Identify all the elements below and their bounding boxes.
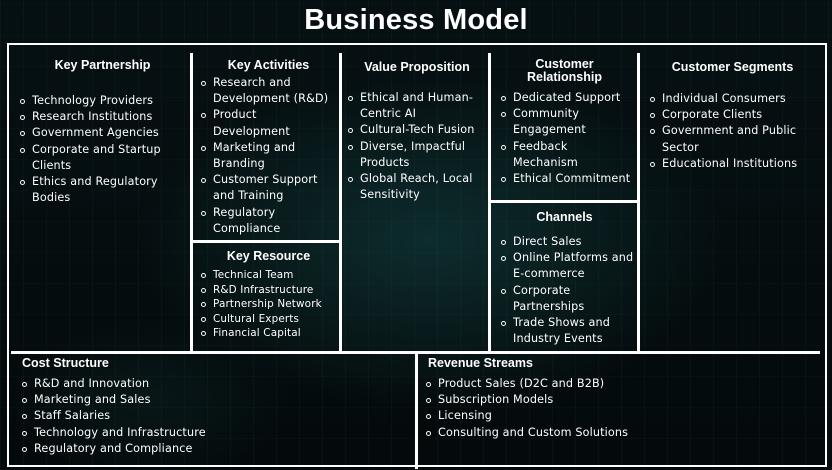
- list-item: Dedicated Support: [501, 90, 636, 106]
- key-resource-list: Technical Team R&D Infrastructure Partne…: [201, 268, 336, 341]
- list-item: Educational Institutions: [650, 156, 815, 172]
- channels-list: Direct Sales Online Platforms and E-comm…: [501, 234, 636, 347]
- key-activities-block: Key Activities Research and Development …: [201, 59, 336, 237]
- list-item: Trade Shows and Industry Events: [501, 315, 636, 347]
- list-item: Government and Public Sector: [650, 123, 815, 155]
- list-item: Government Agencies: [20, 125, 185, 141]
- frame-top-left: [7, 43, 305, 45]
- customer-segments-heading: Customer Segments: [671, 60, 794, 74]
- list-item: R&D and Innovation: [22, 376, 402, 392]
- list-item: Feedback Mechanism: [501, 139, 636, 171]
- list-item: Technical Team: [201, 268, 336, 283]
- list-item: Global Reach, Local Sensitivity: [348, 171, 486, 203]
- heading-line: Relationship: [526, 70, 602, 84]
- cost-structure-block: Cost Structure R&D and Innovation Market…: [22, 357, 402, 457]
- list-item: Ethical Commitment: [501, 171, 636, 187]
- list-item: Staff Salaries: [22, 408, 402, 424]
- list-item: Cultural Experts: [201, 312, 336, 327]
- cost-structure-list: R&D and Innovation Marketing and Sales S…: [22, 376, 402, 457]
- revenue-streams-heading: Revenue Streams: [428, 356, 533, 370]
- list-item: Technology Providers: [20, 93, 185, 109]
- revenue-streams-block: Revenue Streams Product Sales (D2C and B…: [426, 357, 816, 441]
- customer-relationship-heading: Customer Relationship: [501, 58, 636, 84]
- divider-cost-revenue: [415, 351, 418, 469]
- key-resource-heading: Key Resource: [226, 249, 311, 263]
- customer-relationship-list: Dedicated Support Community Engagement F…: [501, 90, 636, 187]
- list-item: Customer Support and Training: [201, 172, 336, 204]
- key-activities-heading: Key Activities: [227, 58, 310, 72]
- key-partnership-heading: Key Partnership: [54, 58, 151, 72]
- list-item: Partnership Network: [201, 297, 336, 312]
- list-item: Ethics and Regulatory Bodies: [20, 174, 185, 206]
- list-item: Subscription Models: [426, 392, 816, 408]
- value-proposition-block: Value Proposition Ethical and Human-Cent…: [348, 61, 486, 203]
- list-item: Technology and Infrastructure: [22, 425, 402, 441]
- list-item: Corporate Partnerships: [501, 283, 636, 315]
- list-item: Regulatory and Compliance: [22, 441, 402, 457]
- value-proposition-list: Ethical and Human-Centric AI Cultural-Te…: [348, 90, 486, 203]
- list-item: Direct Sales: [501, 234, 636, 250]
- list-item: Financial Capital: [201, 326, 336, 341]
- list-item: Licensing: [426, 408, 816, 424]
- value-proposition-heading: Value Proposition: [364, 60, 470, 74]
- list-item: Individual Consumers: [650, 91, 815, 107]
- channels-block: Channels Direct Sales Online Platforms a…: [501, 211, 636, 347]
- customer-segments-list: Individual Consumers Corporate Clients G…: [650, 91, 815, 172]
- list-item: R&D Infrastructure: [201, 283, 336, 298]
- list-item: Product Development: [201, 107, 336, 139]
- list-item: Corporate and Startup Clients: [20, 142, 185, 174]
- customer-segments-block: Customer Segments Individual Consumers C…: [650, 61, 815, 172]
- list-item: Marketing and Sales: [22, 392, 402, 408]
- channels-heading: Channels: [536, 210, 593, 224]
- list-item: Consulting and Custom Solutions: [426, 425, 816, 441]
- divider-partnership-activities: [190, 53, 193, 351]
- frame-top-right: [545, 43, 827, 45]
- list-item: Diverse, Impactful Products: [348, 139, 486, 171]
- heading-line: Customer: [535, 57, 594, 71]
- list-item: Research and Development (R&D): [201, 75, 336, 107]
- list-item: Regulatory Compliance: [201, 205, 336, 237]
- key-resource-block: Key Resource Technical Team R&D Infrastr…: [201, 250, 336, 341]
- list-item: Corporate Clients: [650, 107, 815, 123]
- list-item: Research Institutions: [20, 109, 185, 125]
- key-activities-list: Research and Development (R&D) Product D…: [201, 75, 336, 237]
- divider-relationship-channels: [489, 200, 639, 203]
- customer-relationship-block: Customer Relationship Dedicated Support …: [501, 58, 636, 187]
- key-partnership-block: Key Partnership Technology Providers Res…: [20, 59, 185, 206]
- list-item: Ethical and Human-Centric AI: [348, 90, 486, 122]
- divider-activities-resource: [191, 240, 341, 243]
- list-item: Marketing and Branding: [201, 140, 336, 172]
- key-partnership-list: Technology Providers Research Institutio…: [20, 93, 185, 206]
- cost-structure-heading: Cost Structure: [22, 356, 109, 370]
- list-item: Cultural-Tech Fusion: [348, 122, 486, 138]
- list-item: Community Engagement: [501, 106, 636, 138]
- list-item: Online Platforms and E-commerce: [501, 250, 636, 282]
- list-item: Product Sales (D2C and B2B): [426, 376, 816, 392]
- title-underline: [305, 43, 545, 45]
- page-title: Business Model: [304, 4, 528, 36]
- revenue-streams-list: Product Sales (D2C and B2B) Subscription…: [426, 376, 816, 441]
- divider-activities-value: [339, 53, 342, 351]
